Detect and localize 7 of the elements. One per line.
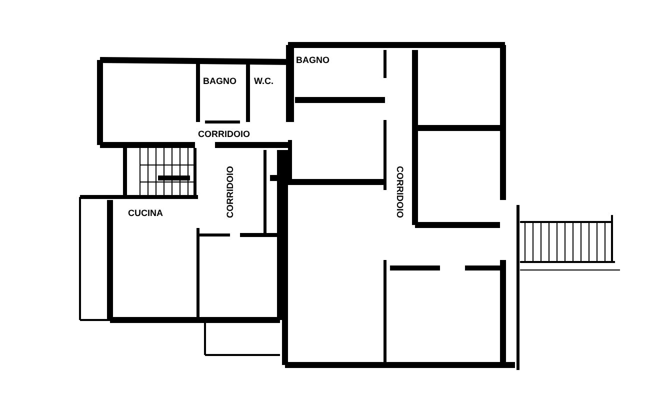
room-label: CORRIDOIO (225, 166, 235, 218)
room-label: BAGNO (296, 55, 330, 65)
room-label: BAGNO (203, 76, 236, 86)
room-label: CORRIDOIO (395, 166, 405, 218)
room-label: W.C. (254, 76, 274, 86)
room-label: CUCINA (128, 208, 163, 218)
room-label: CORRIDOIO (198, 129, 250, 139)
